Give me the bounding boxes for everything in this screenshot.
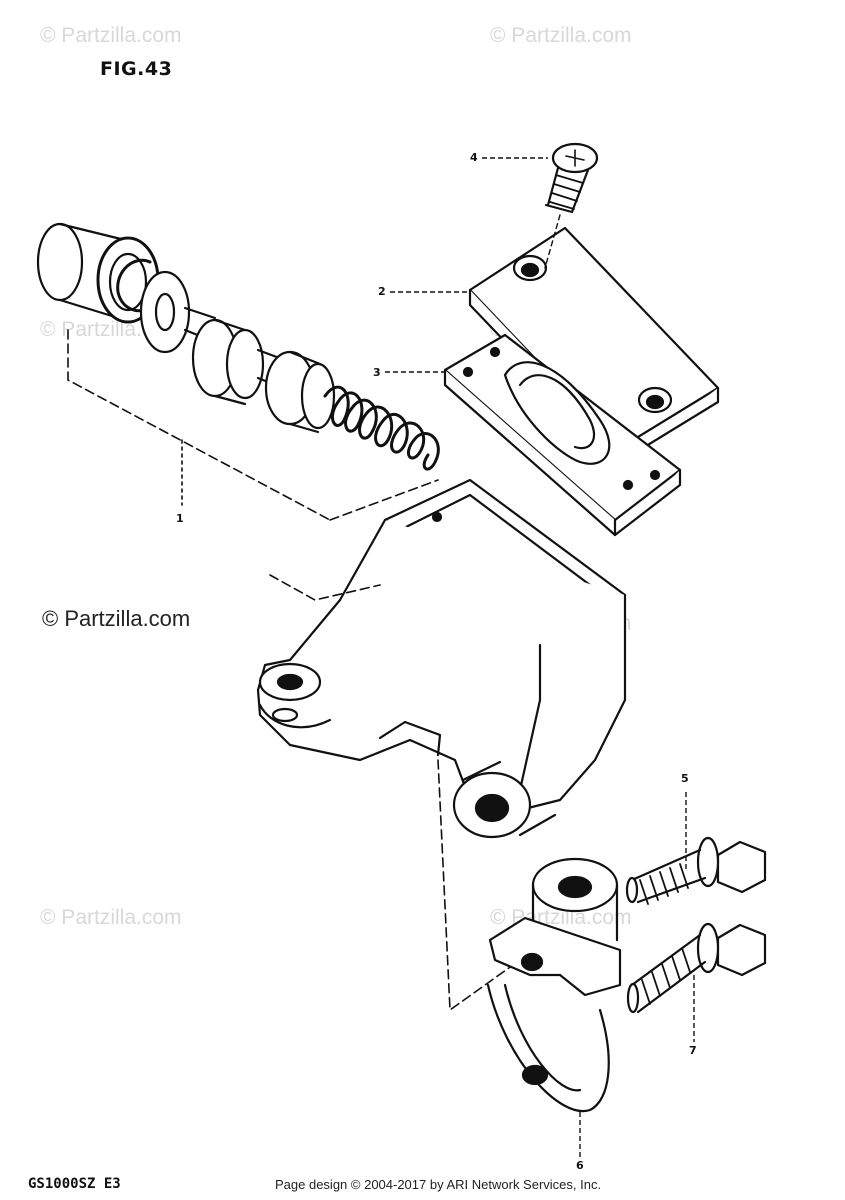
callout-2: 2 <box>378 285 386 298</box>
watermark-text: © Partzilla.com <box>40 906 182 929</box>
bolt-part-5 <box>625 836 767 905</box>
callout-5: 5 <box>681 772 689 785</box>
piston-assembly-part <box>36 222 440 471</box>
partzilla-watermark: © Partzilla.com <box>42 606 191 631</box>
callout-4: 4 <box>470 151 478 164</box>
watermark-text: © Partzilla.com <box>490 24 632 47</box>
footer-copyright: Page design © 2004-2017 by ARI Network S… <box>275 1177 602 1192</box>
callout-3: 3 <box>373 366 381 379</box>
figure-title: FIG.43 <box>100 58 173 80</box>
cap-screw-part <box>544 142 599 269</box>
watermark-text: © Partzilla.com <box>40 24 182 47</box>
callout-1: 1 <box>176 512 184 525</box>
master-cylinder-body <box>256 478 627 839</box>
model-code: GS1000SZ E3 <box>28 1176 121 1192</box>
handlebar-clamp-part <box>486 857 622 1113</box>
bolt-part-7 <box>626 922 767 1014</box>
diaphragm-part <box>443 333 682 537</box>
callout-7: 7 <box>689 1044 697 1057</box>
callout-6: 6 <box>576 1159 584 1172</box>
